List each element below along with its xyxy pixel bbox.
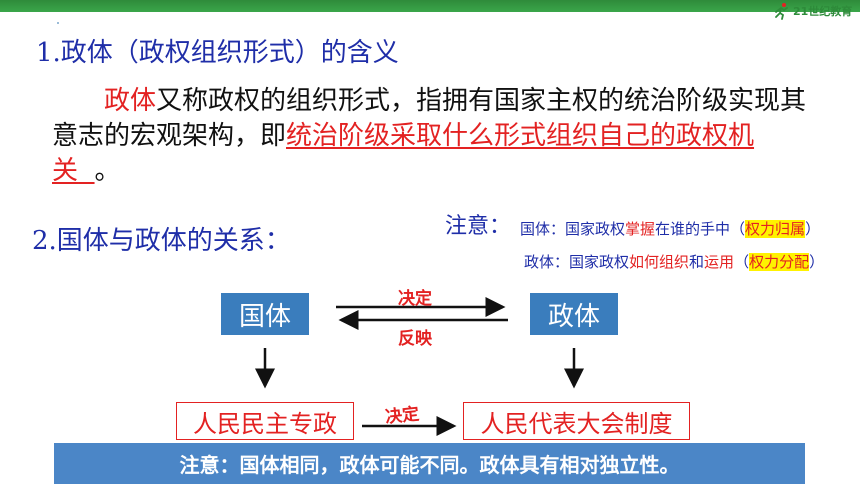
bottom-note-bar: 注意：国体相同，政体可能不同。政体具有相对独立性。 (54, 443, 805, 484)
note2-mid2: （ (734, 253, 750, 271)
definition-period: 。 (94, 156, 121, 186)
note2-highlight: 权力分配 (749, 253, 810, 271)
note2-suffix: ） (809, 253, 825, 271)
note1-red: 掌握 (625, 220, 656, 238)
decorative-dot (57, 22, 59, 24)
note1-suffix: ） (805, 220, 821, 238)
zhengti-box: 政体 (530, 293, 618, 335)
label-decide-mid: 决定 (384, 404, 421, 428)
logo: 21世纪教育 (772, 0, 860, 22)
note2-mid1: 和 (689, 253, 705, 271)
definition-text: 又称政权的组织形式，指拥有国家主权的统治阶级实现其意志的宏观架构，即 (52, 86, 807, 151)
note-title: 注意： (445, 214, 512, 239)
definition-key-phrase: 统治阶级采取什么形式组织自己的政权机关 (52, 121, 755, 186)
note-line-zhengti: 政体：国家政权如何组织和运用（权力分配） (524, 251, 824, 272)
logo-text: 21世纪教育 (793, 5, 853, 18)
top-banner (0, 0, 860, 12)
peoples-congress-system-box: 人民代表大会制度 (463, 402, 690, 440)
definition-paragraph: 政体又称政权的组织形式，指拥有国家主权的统治阶级实现其意志的宏观架构，即统治阶级… (52, 84, 812, 189)
people-democratic-dictatorship-box: 人民民主专政 (176, 402, 354, 440)
note2-red1: 如何组织 (629, 253, 690, 271)
guoti-box: 国体 (221, 293, 309, 335)
label-reflect: 反映 (398, 329, 432, 349)
note2-prefix: 政体：国家政权 (524, 253, 630, 271)
note-line-guoti: 国体：国家政权掌握在谁的手中（权力归属） (520, 218, 820, 239)
note1-mid: 在谁的手中（ (655, 220, 746, 238)
note2-red2: 运用 (704, 253, 735, 271)
note1-highlight: 权力归属 (745, 220, 806, 238)
term-zhengti: 政体 (104, 86, 157, 116)
runner-logo-icon (775, 3, 788, 20)
section2-heading: 2.国体与政体的关系： (32, 226, 291, 256)
section1-heading: 1.政体（政权组织形式）的含义 (36, 38, 399, 68)
note1-prefix: 国体：国家政权 (520, 220, 626, 238)
label-decide-top: 决定 (398, 289, 432, 309)
